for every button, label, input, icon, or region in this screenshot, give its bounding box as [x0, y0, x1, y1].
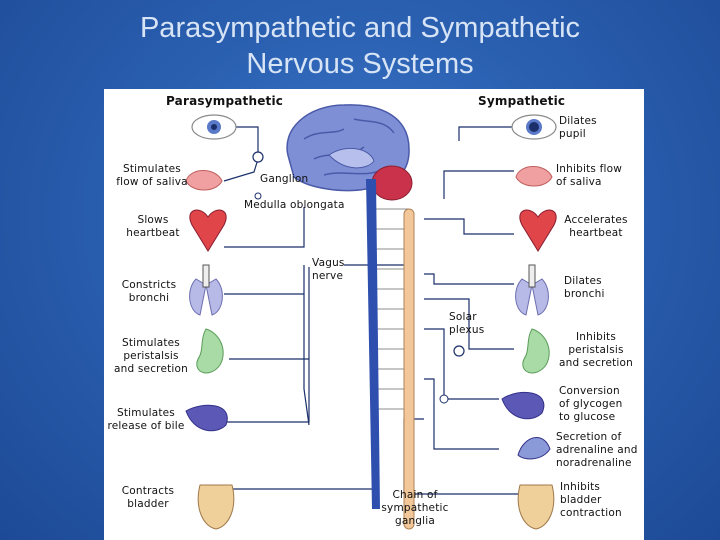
para-heart: [189, 209, 227, 252]
sym-eye: [511, 114, 557, 140]
ganglion-node-small: [254, 192, 262, 200]
line-sym-heart: [424, 218, 514, 235]
line-sym-bladder: [403, 418, 519, 495]
para-salivary-gland: [185, 170, 223, 191]
sympathetic-header: Sympathetic: [478, 94, 566, 108]
title-line-1: Parasympathetic and Sympathetic: [139, 12, 581, 44]
para-eye: [191, 114, 237, 140]
sym-liver: [501, 391, 545, 420]
sym-salivary-gland: [515, 166, 553, 187]
sym-heart: [519, 209, 557, 252]
cerebellum: [371, 165, 413, 201]
line-para-liver: [226, 267, 310, 423]
slide-title: Parasympathetic and Sympathetic Nervous …: [0, 10, 720, 82]
sympathetic-chain: [403, 208, 415, 530]
line-sym-saliva: [443, 170, 514, 199]
ganglion-label: Ganglion: [260, 173, 309, 185]
para-liver: [185, 404, 228, 432]
line-sym-lungs: [424, 273, 514, 285]
line-para-bladder: [232, 389, 375, 490]
line-sym-eye: [458, 126, 514, 141]
line-sym-stomach: [424, 298, 514, 350]
line-para-eye: [236, 126, 259, 157]
line-sym-adrenal: [424, 378, 499, 450]
nervous-system-diagram: [185, 104, 557, 530]
medulla-label: Medulla oblongata: [244, 199, 345, 211]
line-sym-liver: [424, 328, 499, 400]
spinal-cord: [366, 179, 380, 509]
para-stomach: [196, 328, 224, 374]
parasympathetic-header: Parasympathetic: [166, 94, 284, 108]
solar-plexus-node-2: [439, 394, 449, 404]
sym-adrenal-gland: [517, 437, 551, 460]
title-line-2: Nervous Systems: [246, 48, 474, 80]
sym-bladder: [517, 484, 555, 530]
solar-plexus-node: [453, 345, 465, 357]
sym-stomach: [522, 328, 550, 374]
para-lungs: [189, 264, 223, 316]
line-para-heart: [224, 207, 305, 248]
line-vagus: [303, 265, 310, 426]
brain: [286, 104, 413, 201]
sym-lungs: [515, 264, 549, 316]
line-para-saliva: [223, 158, 259, 182]
ganglion-node: [252, 151, 264, 163]
para-bladder: [197, 484, 235, 530]
